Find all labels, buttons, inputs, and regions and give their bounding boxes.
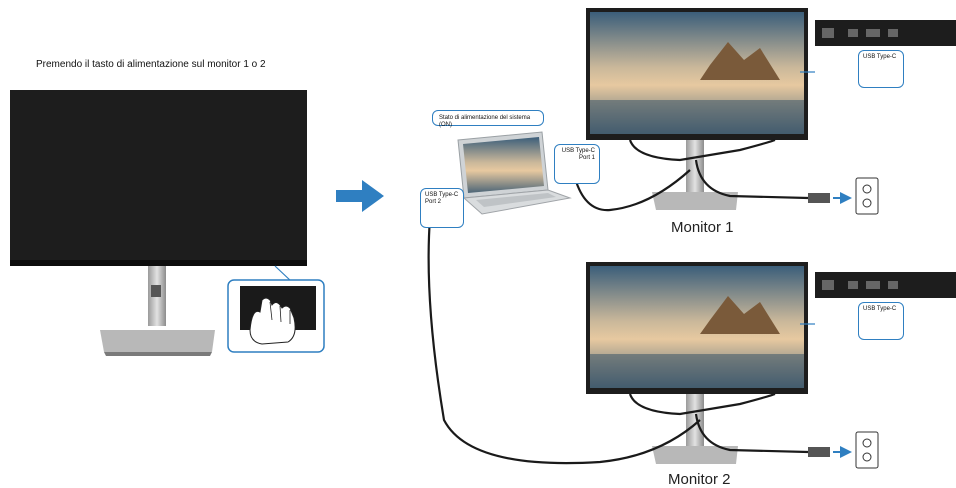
monitor-1-label: Monitor 1 <box>671 219 734 236</box>
hand-press-icon <box>249 297 296 345</box>
power-outlet-icon <box>808 177 879 215</box>
monitor-1-ports <box>815 20 956 46</box>
monitor-2-port-label: USB Type-C <box>863 306 897 312</box>
monitor-2-label: Monitor 2 <box>668 471 731 488</box>
status-bubble: Stato di alimentazione del sistema (ON) <box>432 110 544 128</box>
monitor-2 <box>586 262 808 464</box>
port1-label: USB Type-C Port 1 <box>561 148 595 161</box>
port2-callout: USB Type-C Port 2 <box>420 188 464 228</box>
monitor-1 <box>586 8 808 210</box>
cables <box>427 138 809 465</box>
port1-callout: USB Type-C Port 1 <box>554 144 600 184</box>
monitor-2-port-callout: USB Type-C <box>858 302 904 340</box>
monitor-1-port-label: USB Type-C <box>863 54 897 60</box>
laptop <box>457 131 572 215</box>
instruction-caption: Premendo il tasto di alimentazione sul m… <box>36 59 266 70</box>
left-monitor-screen <box>10 90 307 266</box>
status-bubble-label: Stato di alimentazione del sistema (ON) <box>439 115 531 128</box>
power-outlet-icon <box>808 431 879 469</box>
monitor-2-ports <box>815 272 956 298</box>
left-monitor <box>10 90 307 356</box>
port2-label: USB Type-C Port 2 <box>425 192 459 205</box>
arrow-right-icon <box>336 180 384 212</box>
monitor-1-port-callout: USB Type-C <box>858 50 904 88</box>
left-monitor-base <box>100 330 215 352</box>
